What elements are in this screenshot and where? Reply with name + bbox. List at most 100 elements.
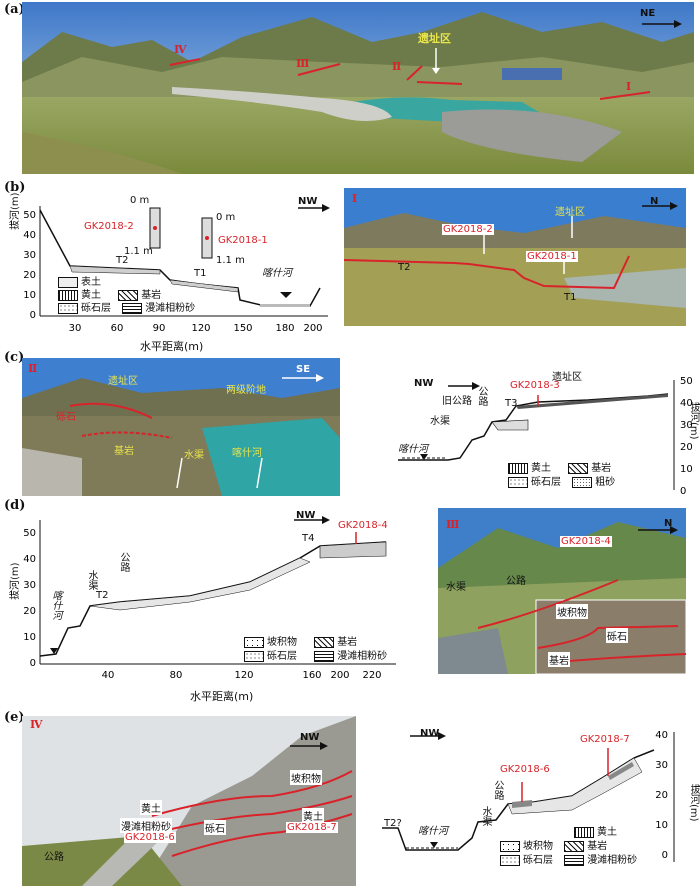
b-ytick: 50 xyxy=(23,210,36,221)
b-depth-bot-2: 1.1 m xyxy=(216,255,245,266)
profile-e: 40 30 20 10 0 xyxy=(382,730,675,862)
panorama-photo xyxy=(22,2,694,174)
colluvium-label-photo-iv: 坡积物 xyxy=(290,770,322,785)
c-ytick: 10 xyxy=(680,464,693,475)
north-label-photo-i: N xyxy=(650,196,659,207)
d-ytick: 40 xyxy=(23,554,36,565)
photo-ii xyxy=(22,358,340,496)
legend-c-item: 砾石层 xyxy=(531,477,561,488)
line-iv xyxy=(169,58,201,66)
bedrock-label-photo-iii: 基岩 xyxy=(548,652,570,667)
b-ytick: 20 xyxy=(23,270,36,281)
d-ytick: 30 xyxy=(23,580,36,591)
e-ytick: 0 xyxy=(662,850,668,861)
north-label-photo-ii: SE xyxy=(296,364,311,375)
d-xtick: 200 xyxy=(330,670,349,681)
d-ytick: 50 xyxy=(23,528,36,539)
roman-ii-label: Ⅱ xyxy=(392,60,402,73)
legend-d-item: 坡积物 xyxy=(267,637,297,648)
t4-label-d: T4 xyxy=(302,533,315,544)
e-ytick: 40 xyxy=(655,730,668,741)
d-ylabel: 拔河(m) xyxy=(10,562,21,600)
roman-ii-photo: Ⅱ xyxy=(28,362,38,375)
gk6-label-e: GK2018-6 xyxy=(500,764,550,775)
e-ytick: 20 xyxy=(655,790,668,801)
b-xtick: 180 xyxy=(275,323,294,334)
photo-iii xyxy=(438,508,686,674)
roman-i-label: Ⅰ xyxy=(626,80,632,93)
north-label-a: NE xyxy=(640,8,656,19)
gravel-label-photo-iv: 砾石 xyxy=(204,820,226,835)
legend-d: 坡积物 基岩 砾石层 漫滩相粉砂 xyxy=(244,636,387,664)
legend-d-item: 砾石层 xyxy=(267,651,297,662)
b-ytick: 30 xyxy=(23,250,36,261)
b-xtick: 60 xyxy=(111,323,124,334)
c-ytick: 20 xyxy=(680,442,693,453)
e-ylabel: 拔河(m) xyxy=(688,784,699,822)
d-xtick: 220 xyxy=(362,670,381,681)
river-label-e: 喀什河 xyxy=(418,826,448,837)
gk2-label-b: GK2018-2 xyxy=(84,221,134,232)
canal-label-c: 水渠 xyxy=(430,416,450,427)
legend-b-item: 基岩 xyxy=(141,290,162,301)
canal-label-photo-ii: 水渠 xyxy=(184,450,204,461)
colluvium-label-photo-iii: 坡积物 xyxy=(556,604,588,619)
t1-label-photo: T1 xyxy=(564,292,577,303)
d-ytick: 0 xyxy=(30,658,36,669)
t3-label-c: T3 xyxy=(505,398,518,409)
t2q-label-e: T2? xyxy=(384,818,402,829)
gravel-label-photo-iii: 砾石 xyxy=(606,628,628,643)
photo-i xyxy=(344,188,686,326)
b-ytick: 40 xyxy=(23,230,36,241)
d-ytick: 10 xyxy=(23,632,36,643)
b-depth-top-2: 0 m xyxy=(216,212,236,223)
road-label-photo-iii: 公路 xyxy=(506,576,526,587)
line-i xyxy=(599,91,651,100)
panel-c-label: (c) xyxy=(4,350,25,365)
legend-b-item: 砾石层 xyxy=(81,303,111,314)
site-label-photo-i: 遗址区 xyxy=(555,207,585,218)
b-xtick: 200 xyxy=(303,323,322,334)
legend-c-item: 黄土 xyxy=(531,463,551,474)
legend-c-item: 基岩 xyxy=(591,463,612,474)
t2-label-b: T2 xyxy=(116,255,129,266)
loess-label-photo-iv: 黄土 xyxy=(140,800,162,815)
legend-e-item: 漫滩相粉砂 xyxy=(587,855,638,866)
legend-e-item: 砾石层 xyxy=(523,855,553,866)
d-xlabel: 水平距离(m) xyxy=(190,690,254,703)
roman-iv-photo: Ⅳ xyxy=(30,718,43,731)
t2-label-photo: T2 xyxy=(398,262,411,273)
line-site xyxy=(416,81,463,85)
e-ytick: 30 xyxy=(655,760,668,771)
roman-iii-label: Ⅲ xyxy=(296,57,310,70)
road-label-e: 公路 xyxy=(492,780,503,800)
north-label-photo-iv: NW xyxy=(300,732,320,743)
legend-c: 黄土 基岩 砾石层 粗砂 xyxy=(508,462,615,490)
legend-b-item: 漫滩相粉砂 xyxy=(145,303,196,314)
river-label-d: 喀什河 xyxy=(50,590,61,620)
legend-b-item: 表土 xyxy=(81,277,101,288)
panel-a-label: (a) xyxy=(4,2,25,17)
site-label-c: 遗址区 xyxy=(552,372,582,383)
gk4-label-photo: GK2018-4 xyxy=(560,536,612,547)
canal-label-e: 水渠 xyxy=(480,806,491,826)
d-xtick: 160 xyxy=(302,670,321,681)
b-ylabel: 拔河(m) xyxy=(10,192,21,230)
line-ii xyxy=(406,65,423,81)
b-xtick: 150 xyxy=(233,323,252,334)
t1-label-b: T1 xyxy=(194,268,207,279)
b-xlabel: 水平距离(m) xyxy=(140,340,204,353)
river-label-b: 喀什河 xyxy=(262,268,292,279)
site-label-a: 遗址区 xyxy=(418,32,451,45)
road-label-photo-iv: 公路 xyxy=(44,852,64,863)
north-label-e: NW xyxy=(420,728,440,739)
profile-d: 50 40 30 20 10 0 40 80 120 160 200 220 xyxy=(23,516,396,681)
river-label-c: 喀什河 xyxy=(398,444,428,455)
gk6-label-photo: GK2018-6 xyxy=(124,832,176,843)
bedrock-label-photo-ii: 基岩 xyxy=(114,446,134,457)
panel-e-label: (e) xyxy=(4,710,25,725)
b-depth-top: 0 m xyxy=(130,195,150,206)
terraces-label-photo-ii: 两级阶地 xyxy=(226,385,266,396)
roman-iv-label: Ⅳ xyxy=(174,43,187,56)
legend-d-item: 基岩 xyxy=(337,637,358,648)
